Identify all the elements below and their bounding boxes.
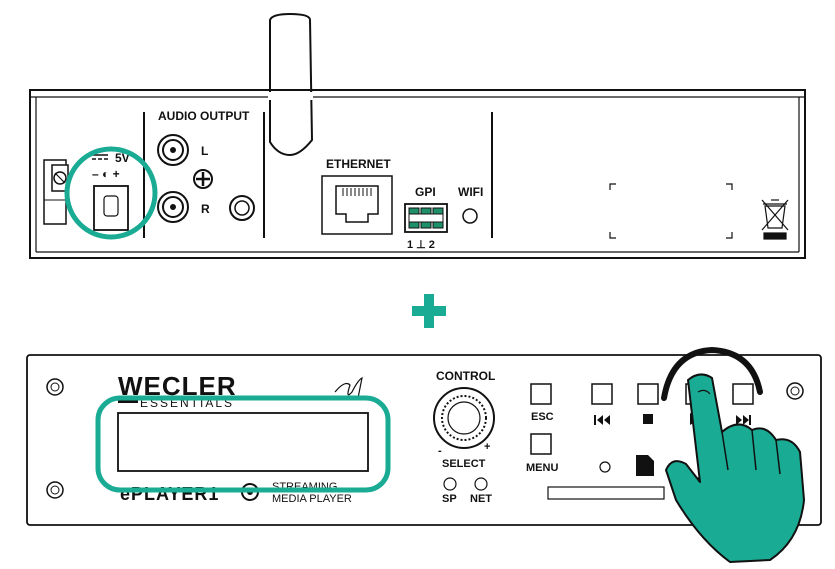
sp-label: SP [442,493,457,505]
pointing-hand-icon [665,373,805,563]
power-highlight-ring [64,146,158,240]
audio-output-label: AUDIO OUTPUT [158,109,250,123]
channel-right-label: R [201,202,210,216]
control-label: CONTROL [436,369,495,383]
control-encoder-knob[interactable] [433,387,495,449]
gpi-label: GPI [415,185,436,199]
net-label: NET [470,493,492,505]
sd-card-icon [636,455,654,476]
stop-button[interactable] [637,383,659,405]
display-highlight [95,395,391,493]
terminal-block [43,159,69,225]
signature-mark [334,376,363,399]
net-led [474,477,488,491]
encoder-plus: + [484,441,490,453]
rca-left-connector [157,134,189,166]
menu-label: MENU [526,462,558,474]
status-led [599,461,611,473]
channel-left-label: L [201,144,208,158]
esc-button[interactable] [530,383,552,405]
next-button[interactable] [732,383,754,405]
menu-button[interactable] [530,433,552,455]
wifi-label: WIFI [458,185,483,199]
ethernet-label: ETHERNET [326,157,391,171]
mount-screw-top-right [786,382,804,400]
gpi-terminal-block [404,203,448,233]
rear-chassis [29,89,806,259]
wifi-led [462,208,478,224]
plus-sign-icon [412,294,446,328]
dc-power-jack: 5V – ◐ + [92,151,130,231]
encoder-minus: - [438,445,442,457]
weee-bin-icon [761,199,789,240]
tagline-media-player: MEDIA PLAYER [272,493,352,505]
sd-card-slot[interactable] [547,486,665,500]
sp-led [443,477,457,491]
press-motion-arc [661,346,763,401]
rca-right-connector [157,191,189,223]
lcd-display [117,412,369,472]
label-area-corners [609,183,733,239]
next-icon [736,415,751,425]
power-voltage-label: 5V [115,151,130,165]
rear-panel: 5V – ◐ + AUDIO OUTPUT L R ETHE [29,12,806,259]
stop-icon [643,414,653,424]
polarity-symbol: – ◐ + [92,167,120,181]
mount-screw-bottom-left [46,481,64,499]
product-name: ePLAYER1 [120,484,219,504]
ground-screw-icon [193,169,213,189]
previous-button[interactable] [591,383,613,405]
ethernet-port [321,175,393,235]
front-panel: WECLER ESSENTIALS ePLAYER1 STREAMING MED… [26,346,822,563]
esc-label: ESC [531,411,554,423]
headphone-jack [229,195,255,221]
gpi-pin-labels: 1 ⊥ 2 [407,239,435,251]
wifi-antenna [269,12,314,157]
select-label: SELECT [442,458,486,470]
mount-screw-top-left [46,378,64,396]
previous-icon [594,415,610,425]
